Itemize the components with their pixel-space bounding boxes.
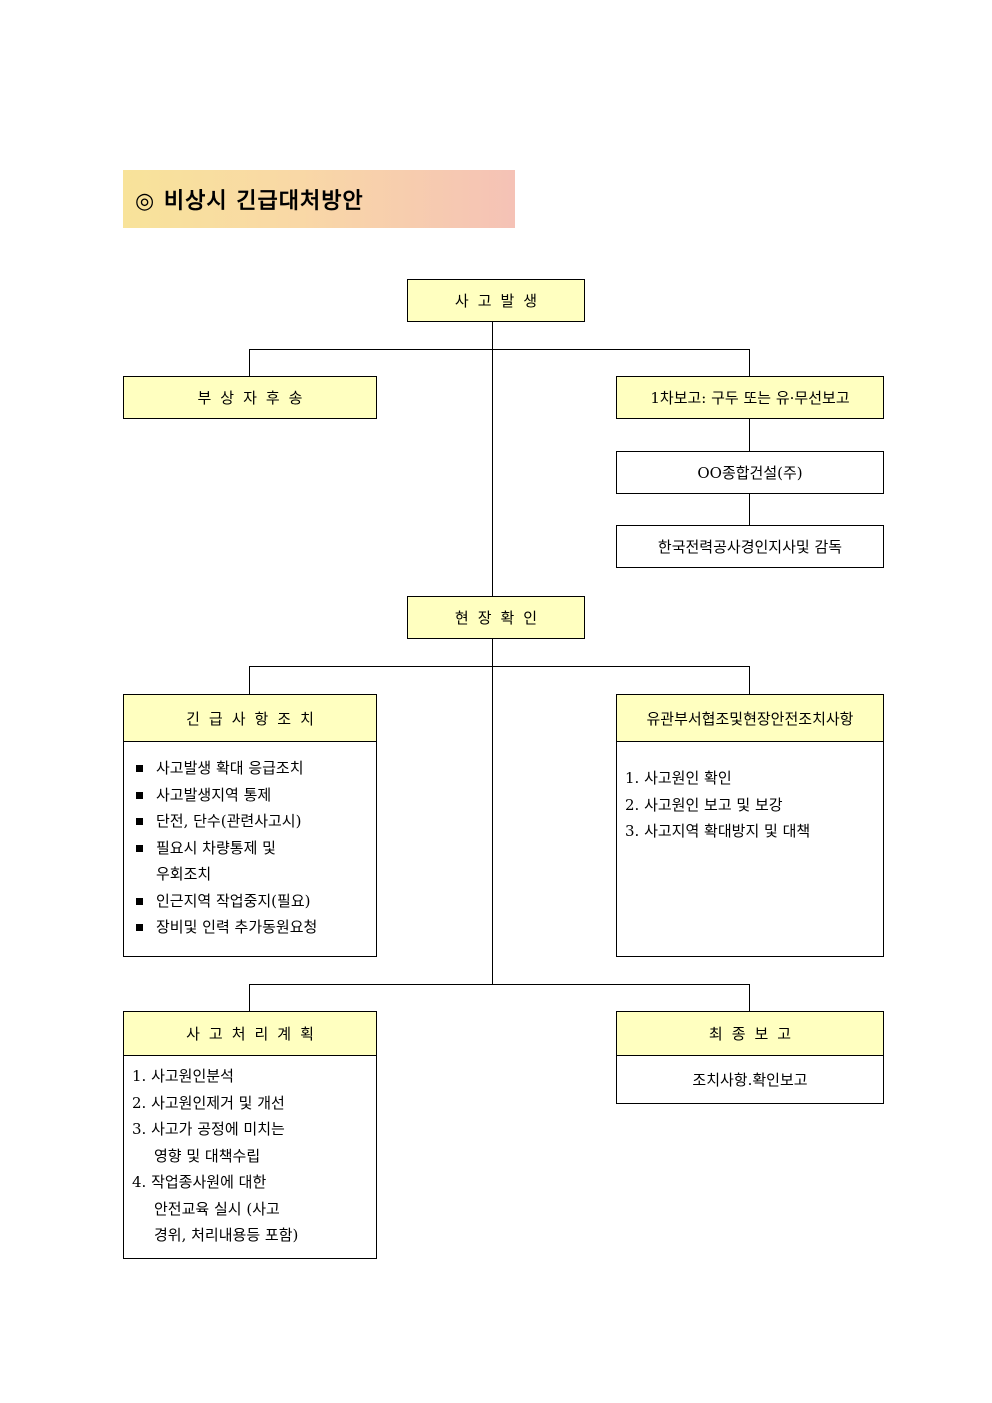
bullet-square-icon — [136, 924, 143, 931]
list-item: 장비및 인력 추가동원요청 — [124, 914, 376, 941]
list-item: 4. 작업종사원에 대한 — [132, 1173, 267, 1191]
connector-report1 — [749, 349, 750, 377]
node-transport: 부상자후송 — [123, 376, 377, 419]
page-title: ◎ 비상시 긴급대처방안 — [123, 170, 515, 228]
node-kepco: 한국전력공사경인지사및 감독 — [616, 525, 884, 568]
connector-report-company — [749, 418, 750, 451]
list-item: 1. 사고원인분석 — [132, 1067, 234, 1085]
connector-main-1 — [492, 321, 493, 596]
connector-transport — [249, 349, 250, 377]
node-accident: 사고발생 — [407, 279, 585, 322]
list-item: 3. 사고지역 확대방지 및 대책 — [625, 822, 811, 840]
connector-main-2 — [492, 638, 493, 985]
bullet-square-icon — [136, 844, 143, 852]
list-item: 3. 사고가 공정에 미치는 — [132, 1120, 285, 1138]
list-item: 1. 사고원인 확인 — [625, 769, 732, 787]
list-item: 2. 사고원인 보고 및 보강 — [625, 795, 783, 814]
node-final: 최종보고 — [616, 1011, 884, 1056]
final-content: 조치사항.확인보고 — [616, 1055, 884, 1104]
cooperation-list: 1. 사고원인 확인 2. 사고원인 보고 및 보강 3. 사고지역 확대방지 … — [616, 741, 884, 957]
list-item: 영향 및 대책수립 — [154, 1146, 261, 1165]
list-item: 2. 사고원인제거 및 개선 — [132, 1093, 285, 1112]
list-item: 안전교육 실시 (사고 — [154, 1199, 280, 1218]
node-emergency: 긴급사항조치 — [123, 694, 377, 742]
list-item: 사고발생 확대 응급조치 — [124, 755, 376, 782]
connector-plan — [249, 984, 250, 1012]
node-report1: 1차보고: 구두 또는 유·무선보고 — [616, 376, 884, 419]
bullet-square-icon — [136, 818, 143, 825]
list-item: 단전, 단수(관련사고시) — [124, 808, 376, 835]
node-plan: 사고처리계획 — [123, 1011, 377, 1056]
connector-branch-1 — [249, 349, 749, 350]
list-item: 인근지역 작업중지(필요) — [124, 888, 376, 915]
connector-branch-3 — [249, 984, 749, 985]
bullet-square-icon — [136, 897, 143, 905]
list-item: 우회조치 — [156, 865, 212, 883]
list-item: 경위, 처리내용등 포함) — [154, 1226, 299, 1244]
list-item: 필요시 차량통제 및 — [124, 835, 376, 862]
node-cooperation: 유관부서협조및현장안전조치사항 — [616, 694, 884, 742]
node-company: OO종합건설(주) — [616, 451, 884, 494]
connector-company-kepco — [749, 493, 750, 525]
connector-final — [749, 984, 750, 1012]
emergency-list: 사고발생 확대 응급조치 사고발생지역 통제 단전, 단수(관련사고시) 필요시… — [123, 741, 377, 957]
list-item: 사고발생지역 통제 — [124, 782, 376, 809]
connector-cooperation — [749, 666, 750, 695]
connector-emergency — [249, 666, 250, 695]
bullet-square-icon — [136, 765, 143, 772]
bullet-square-icon — [136, 791, 143, 799]
connector-branch-2 — [249, 666, 749, 667]
node-site-check: 현장확인 — [407, 596, 585, 639]
plan-list: 1. 사고원인분석 2. 사고원인제거 및 개선 3. 사고가 공정에 미치는 … — [123, 1055, 377, 1259]
